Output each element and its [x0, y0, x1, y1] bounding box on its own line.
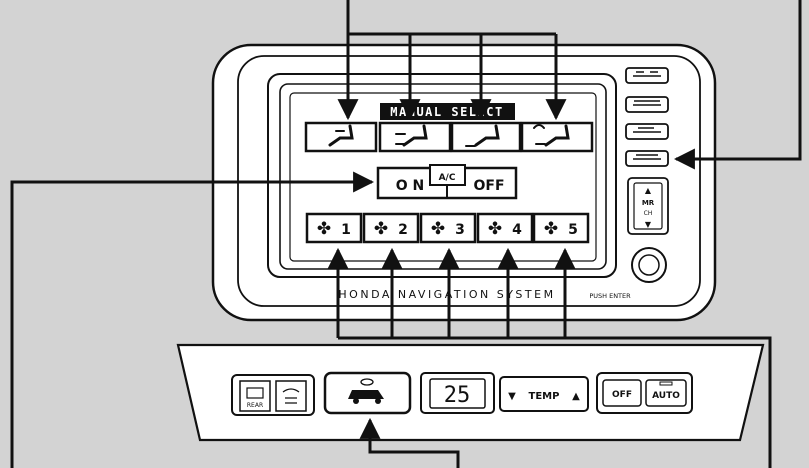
- fan-speed-label: 1: [341, 222, 351, 238]
- off-label: OFF: [612, 390, 632, 400]
- fan-icon: ✤: [431, 219, 445, 239]
- rear-defrost-button[interactable]: REAR: [239, 380, 271, 412]
- indicator-led-icon: [659, 381, 673, 386]
- arrow-down-icon[interactable]: ▼: [508, 391, 516, 402]
- side-button-climate[interactable]: [625, 150, 669, 167]
- ac-toggle[interactable]: O N A/C OFF: [376, 164, 518, 200]
- fan-icon: ✤: [317, 219, 331, 239]
- mode-button-floor[interactable]: [450, 121, 522, 153]
- callout-line-mode-control: [359, 417, 460, 468]
- callout-line-ac: [10, 171, 375, 468]
- mode-button-face[interactable]: [304, 121, 378, 153]
- joystick-knob[interactable]: [631, 247, 667, 283]
- auto-button[interactable]: AUTO: [645, 379, 687, 407]
- fan-speed-button-1[interactable]: ✤ 1: [305, 212, 363, 244]
- zoom-rocker-sublabel: CH: [644, 210, 653, 217]
- screen-title-text: MANUAL SELECT: [390, 105, 503, 119]
- callout-line-fan-bus: [338, 336, 772, 468]
- car-recirculation-icon: [348, 390, 384, 399]
- fan-speed-button-2[interactable]: ✤ 2: [362, 212, 420, 244]
- seat-defrost-icon: [533, 124, 570, 147]
- fan-speed-label: 3: [455, 222, 465, 238]
- callout-lines: [10, 0, 802, 468]
- ac-on-label[interactable]: O N: [396, 178, 425, 194]
- side-button-3[interactable]: [625, 123, 669, 140]
- mode-button-bilevel[interactable]: [378, 121, 452, 153]
- fan-speed-button-5[interactable]: ✤ 5: [532, 212, 590, 244]
- ac-off-label[interactable]: OFF: [473, 178, 504, 194]
- mode-buttons: [304, 121, 594, 153]
- fan-icon: ✤: [374, 219, 388, 239]
- fan-speed-buttons: ✤ 1 ✤ 2 ✤ 3 ✤ 4 ✤ 5: [305, 212, 590, 244]
- screen-title: MANUAL SELECT: [380, 103, 515, 120]
- fan-speed-button-4[interactable]: ✤ 4: [476, 212, 534, 244]
- brand-label: HONDA NAVIGATION SYSTEM: [338, 288, 555, 301]
- seat-floor-icon: [465, 124, 500, 147]
- button-glyph-icon: [633, 71, 661, 77]
- arrow-up-icon: ▲: [645, 186, 652, 195]
- rear-buttons: REAR: [231, 374, 315, 416]
- fan-icon: ✤: [544, 219, 558, 239]
- indicator-led-icon: [360, 378, 374, 386]
- fan-speed-label: 4: [512, 222, 522, 238]
- arrow-up-icon[interactable]: ▲: [572, 391, 580, 402]
- fan-speed-label: 2: [398, 222, 408, 238]
- defrost-icon: [282, 388, 300, 404]
- seat-face-icon: [328, 124, 354, 147]
- callout-line-climate-button: [673, 0, 802, 170]
- side-button-1[interactable]: [625, 67, 669, 84]
- mode-button-floor-defrost[interactable]: [520, 121, 594, 153]
- fan-icon: ✤: [488, 219, 502, 239]
- button-glyph-icon: [633, 127, 661, 133]
- rear-label: REAR: [247, 402, 263, 409]
- rear-window-defrost-button[interactable]: [275, 380, 307, 412]
- ac-label: A/C: [439, 173, 456, 183]
- enter-label: PUSH ENTER: [589, 292, 631, 300]
- mode-control-button[interactable]: [323, 371, 412, 415]
- side-button-column: ▲ MR CH ▼: [625, 67, 669, 283]
- temperature-display: 25: [420, 372, 495, 414]
- button-glyph-icon: [633, 154, 661, 160]
- off-auto-group: OFF AUTO: [596, 372, 693, 414]
- button-glyph-icon: [633, 100, 661, 106]
- temperature-value: 25: [444, 383, 471, 408]
- off-button[interactable]: OFF: [602, 379, 642, 407]
- seat-bilevel-icon: [395, 124, 428, 147]
- side-button-2[interactable]: [625, 96, 669, 113]
- auto-label: AUTO: [652, 391, 680, 401]
- zoom-rocker-label: MR: [642, 199, 655, 207]
- temperature-label: TEMP: [529, 391, 560, 402]
- zoom-rocker[interactable]: ▲ MR CH ▼: [627, 177, 669, 235]
- fan-speed-label: 5: [568, 222, 578, 238]
- rear-window-icon: [246, 387, 264, 399]
- fan-speed-button-3[interactable]: ✤ 3: [419, 212, 477, 244]
- temperature-rocker[interactable]: ▼ TEMP ▲: [499, 376, 589, 412]
- arrow-down-icon: ▼: [645, 220, 652, 229]
